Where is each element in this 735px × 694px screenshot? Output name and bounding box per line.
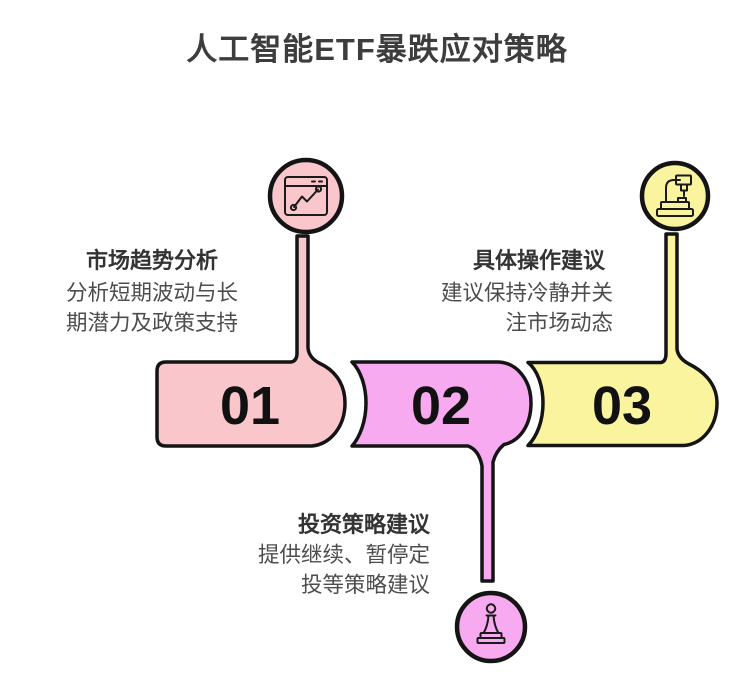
step-03-group: 03 xyxy=(526,232,719,448)
step-02-group: 02 xyxy=(350,360,533,583)
step-label-title: 具体操作建议 xyxy=(473,248,606,273)
robot-arm-icon xyxy=(656,174,694,217)
step-01-icon-badge xyxy=(267,157,345,235)
step-number-03: 03 xyxy=(592,376,652,436)
step-02-label: 投资策略建议 提供继续、暂停定 投等策略建议 xyxy=(258,512,431,597)
chess-piece-icon xyxy=(476,603,506,644)
step-label-desc-line: 分析短期波动与长 xyxy=(66,281,238,305)
step-02-icon-badge xyxy=(454,590,528,664)
step-label-title: 市场趋势分析 xyxy=(86,248,218,273)
step-label-desc-line: 建议保持冷静并关 xyxy=(441,281,613,305)
step-banner-01 xyxy=(155,234,347,448)
step-banner-02 xyxy=(350,360,533,583)
step-number-02: 02 xyxy=(411,376,471,436)
step-label-desc-line: 期潜力及政策支持 xyxy=(66,311,238,335)
icon-circle-03 xyxy=(639,160,711,232)
step-banner-03 xyxy=(526,232,719,448)
step-label-desc-line: 提供继续、暂停定 xyxy=(258,543,430,567)
step-label-desc-line: 投等策略建议 xyxy=(301,573,430,597)
step-01-group: 01 xyxy=(155,234,347,448)
icon-circle-02 xyxy=(454,590,528,664)
step-01-label: 市场趋势分析 分析短期波动与长 期潜力及政策支持 xyxy=(66,248,238,335)
icon-circle-01 xyxy=(267,157,345,235)
line-chart-icon xyxy=(284,176,328,216)
page-title: 人工智能ETF暴跌应对策略 xyxy=(186,32,568,67)
step-number-01: 01 xyxy=(220,376,280,436)
step-label-desc-line: 注市场动态 xyxy=(505,311,613,335)
step-03-label: 具体操作建议 建议保持冷静并关 注市场动态 xyxy=(441,248,613,335)
step-03-icon-badge xyxy=(639,160,711,232)
step-label-title: 投资策略建议 xyxy=(298,512,431,537)
